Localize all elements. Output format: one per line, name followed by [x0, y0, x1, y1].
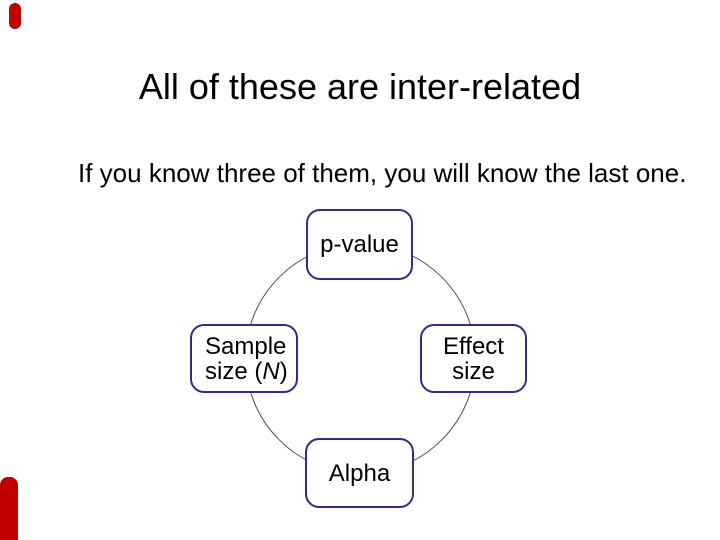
effect-size-line1: Effect	[443, 332, 504, 360]
slide-title: All of these are inter-related	[138, 66, 582, 107]
sample-size-line2-suffix: )	[279, 357, 288, 385]
node-sample-size: Sample size (N)	[190, 324, 298, 393]
red-accent-bar-top	[9, 3, 21, 29]
node-p-value-label: p-value	[320, 231, 399, 258]
node-alpha-label: Alpha	[328, 459, 391, 487]
node-sample-size-label: Sample size (N)	[205, 334, 288, 384]
node-effect-size: Effect size	[420, 324, 527, 393]
node-alpha: Alpha	[305, 438, 414, 508]
node-p-value: p-value	[306, 209, 413, 280]
node-effect-size-label: Effect size	[443, 334, 504, 384]
sample-size-line2-prefix: size (	[205, 357, 263, 385]
red-accent-bar-bottom	[0, 477, 18, 540]
sample-size-line1: Sample	[205, 332, 287, 360]
sample-size-variable-n: N	[262, 357, 280, 385]
effect-size-line2: size	[452, 357, 495, 385]
slide-subtitle: If you know three of them, you will know…	[78, 158, 687, 188]
